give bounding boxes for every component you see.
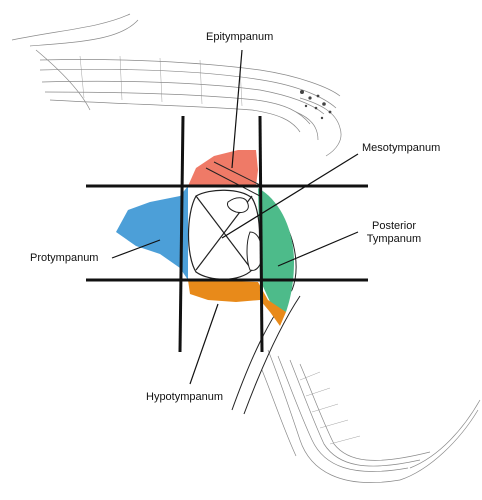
upper-bone-sketch	[11, 13, 342, 157]
posterior-tympanum-leader	[277, 231, 359, 267]
protympanum-leader	[111, 239, 161, 259]
posterior-tympanum-label-line2: Tympanum	[366, 233, 422, 245]
grid-line-left	[178, 115, 185, 353]
leader-lines	[111, 49, 359, 385]
hypotympanum-leader	[189, 303, 219, 385]
posterior-tympanum-label-line1: Posterior	[371, 220, 417, 232]
mesotympanum-leader	[221, 153, 359, 239]
protympanum-region	[116, 186, 188, 280]
mesotympanum-label: Mesotympanum	[362, 142, 441, 154]
hypotympanum-label: Hypotympanum	[146, 391, 224, 403]
epitympanum-label: Epitympanum	[206, 31, 274, 43]
posterior-tympanum-label: Posterior Tympanum	[356, 220, 432, 246]
grid-line-right	[258, 115, 264, 353]
epitympanum-leader	[231, 49, 243, 169]
mesotympanum-region	[187, 188, 263, 280]
lower-bone-sketch	[261, 349, 481, 483]
protympanum-label: Protympanum	[30, 252, 99, 264]
bone-texture-dots	[300, 90, 332, 120]
region-grid-lines	[86, 115, 368, 353]
epitympanum-region	[188, 150, 258, 186]
epitympanum-detail-lines	[205, 161, 263, 197]
